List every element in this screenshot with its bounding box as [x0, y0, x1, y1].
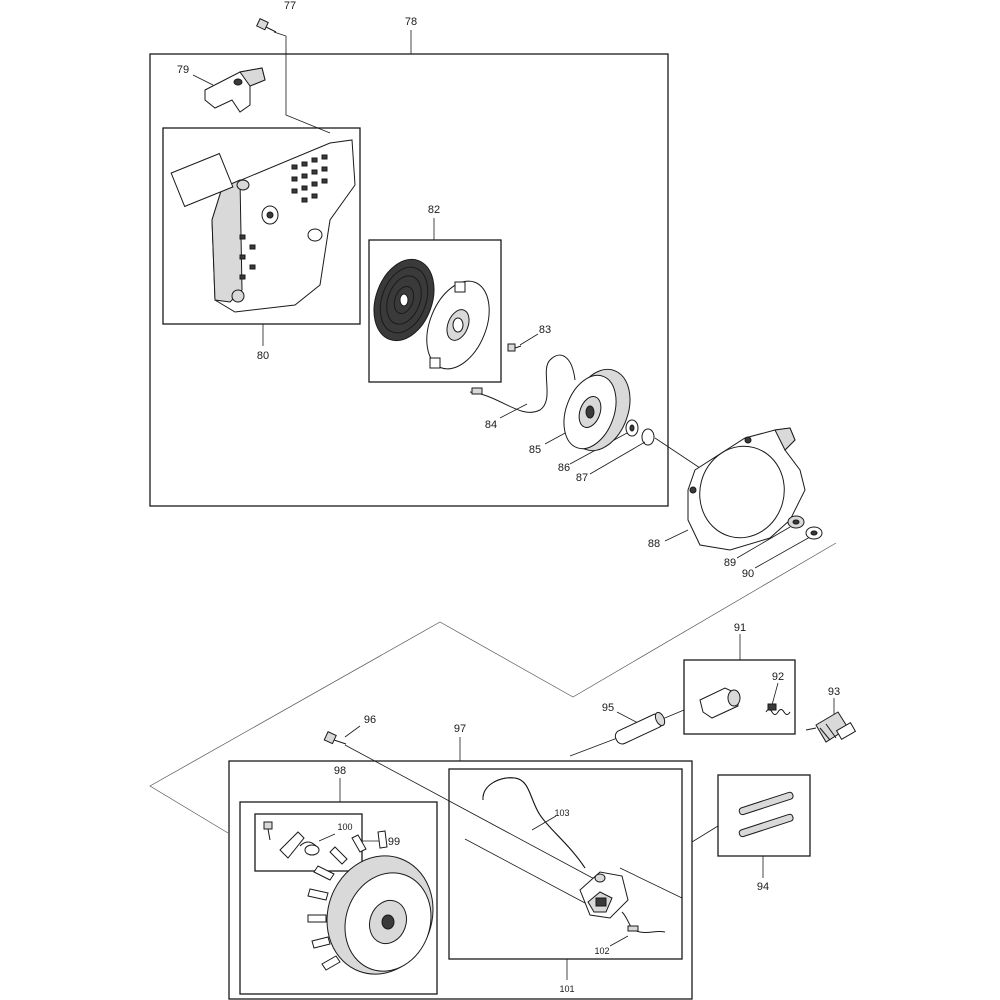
callout-86: 86 [558, 462, 570, 474]
insulation-tube-icon [614, 711, 666, 745]
washer-icon [625, 419, 639, 437]
leader-97-diag [569, 736, 621, 757]
callout-77: 77 [284, 0, 296, 12]
callout-88: 88 [648, 538, 660, 550]
callout-93: 93 [828, 686, 840, 698]
flywheel-fins [307, 830, 388, 971]
frame-flywheel-98 [239, 801, 438, 995]
rope-pulley-icon [563, 368, 631, 452]
leader-coil-to-94 [619, 867, 683, 899]
leader-103 [531, 815, 557, 831]
leader-95 [616, 711, 639, 724]
frame-pins-94 [717, 774, 811, 857]
leader-100 [318, 833, 336, 842]
leader-87 [589, 441, 646, 475]
ground-wire-icon [621, 911, 666, 934]
cap-spring-icon [765, 703, 791, 715]
callout-78: 78 [405, 16, 417, 28]
callout-84: 84 [485, 419, 497, 431]
nut-icon [787, 515, 805, 529]
callout-101: 101 [559, 984, 574, 994]
dowel-pins-icon [738, 791, 794, 838]
leader-84 [499, 403, 528, 419]
frame-starter-cover-80 [162, 127, 361, 325]
leader-89 [736, 526, 791, 559]
leader-90 [754, 536, 811, 569]
callout-94: 94 [757, 881, 769, 893]
starter-handle-icon [204, 67, 266, 113]
callout-87: 87 [576, 472, 588, 484]
callout-85: 85 [529, 444, 541, 456]
callout-80: 80 [257, 350, 269, 362]
pawl-kit-icon [263, 821, 320, 859]
spark-plug-icon [805, 711, 857, 743]
leader-92 [771, 682, 779, 706]
leader-102 [609, 935, 629, 947]
leader-77 [273, 31, 331, 134]
callout-102: 102 [594, 946, 609, 956]
leader-94-to-coil [691, 825, 719, 843]
circlip-icon [641, 428, 655, 446]
callout-99: 99 [388, 836, 400, 848]
leader-96-diag [344, 744, 601, 883]
starter-cover-icon [170, 139, 356, 313]
callout-91: 91 [734, 622, 746, 634]
callout-82: 82 [428, 204, 440, 216]
callout-98: 98 [334, 765, 346, 777]
leader-88 [664, 529, 689, 542]
ignition-wire-icon [482, 777, 586, 869]
bolt-icon [256, 18, 277, 33]
callout-100: 100 [337, 822, 352, 832]
coil-bolt-icon [323, 731, 347, 745]
leader-flywheel-to-coil [464, 838, 586, 904]
callout-103: 103 [554, 808, 569, 818]
callout-83: 83 [539, 324, 551, 336]
starter-rope-icon [469, 354, 576, 413]
ignition-coil-icon [579, 871, 629, 919]
callout-92: 92 [772, 671, 784, 683]
callout-89: 89 [724, 557, 736, 569]
screw-icon [507, 343, 522, 352]
leader-96 [344, 725, 361, 738]
frame-ignition-coil-101 [448, 768, 683, 960]
frame-plug-cap-91 [683, 659, 796, 735]
callout-90: 90 [742, 568, 754, 580]
callout-79: 79 [177, 64, 189, 76]
frame-spring-case-82 [368, 239, 502, 383]
fan-cover-icon [687, 427, 806, 551]
leader-79 [192, 74, 214, 86]
connector-to-lower-section [149, 542, 837, 834]
recoil-spring-icon [373, 258, 435, 342]
spring-case-plate-icon [426, 280, 490, 370]
cover-vent-grid [239, 154, 328, 280]
callout-97: 97 [454, 723, 466, 735]
plug-cap-icon [699, 687, 741, 719]
callout-96: 96 [364, 714, 376, 726]
flywheel-icon [307, 830, 434, 975]
leader-87-to-88 [654, 437, 701, 469]
flat-washer-icon [805, 526, 823, 540]
leader-85 [544, 431, 568, 445]
frame-starter-assembly-78 [149, 53, 669, 507]
frame-ignition-assembly-97 [228, 760, 693, 1000]
leader-83 [519, 333, 539, 346]
callout-95: 95 [602, 702, 614, 714]
